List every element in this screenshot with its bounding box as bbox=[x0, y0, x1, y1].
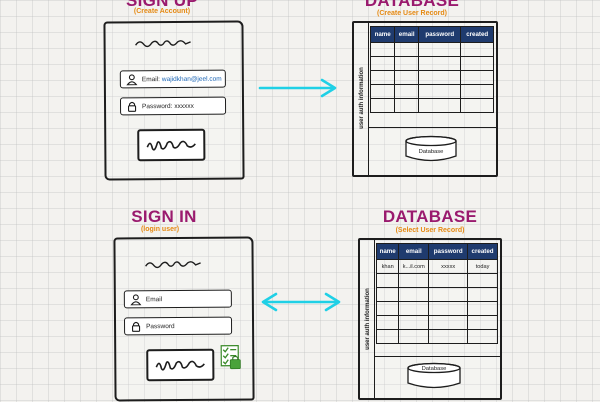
column-header-created: created bbox=[461, 27, 494, 43]
table-row bbox=[377, 316, 498, 330]
table-row bbox=[377, 288, 498, 302]
table-row bbox=[377, 274, 498, 288]
db-create-separator bbox=[368, 127, 496, 128]
db-create-side-label: user auth information bbox=[359, 58, 365, 138]
checklist-icon bbox=[220, 345, 242, 371]
column-header-password: password bbox=[429, 244, 468, 260]
user-icon bbox=[126, 73, 138, 85]
signature-scribble bbox=[148, 351, 212, 379]
signup-password-value: xxxxxx bbox=[174, 102, 194, 109]
cell-name: khan bbox=[377, 260, 399, 274]
signin-email-field[interactable]: Email bbox=[124, 290, 232, 309]
db-select-subtitle: (Select User Record) bbox=[370, 227, 490, 234]
column-header-password: password bbox=[419, 27, 461, 43]
db-select-table: name email password created khan k...il.… bbox=[376, 243, 498, 344]
column-header-email: email bbox=[399, 244, 429, 260]
table-row bbox=[377, 330, 498, 344]
cell-email: k...il.com bbox=[399, 260, 429, 274]
user-icon bbox=[130, 293, 142, 305]
signup-form: Email: wajidkhan@jeel.com Password: xxxx… bbox=[103, 21, 244, 181]
signup-subtitle: (Create Account) bbox=[112, 8, 212, 15]
db-create-panel: user auth information name email passwor… bbox=[352, 21, 498, 177]
cell-created: today bbox=[468, 260, 498, 274]
db-select-title: DATABASE bbox=[370, 207, 490, 227]
signin-password-label: Password bbox=[146, 323, 175, 330]
signin-subtitle: (login user) bbox=[110, 226, 210, 233]
table-row bbox=[371, 71, 494, 85]
db-select-side-label: user auth information bbox=[365, 279, 371, 359]
signin-title: SIGN IN bbox=[114, 207, 214, 227]
lock-icon bbox=[130, 320, 142, 332]
signup-submit-button[interactable] bbox=[137, 129, 205, 161]
scribble-heading bbox=[144, 257, 204, 271]
signin-form: Email Password bbox=[113, 237, 254, 402]
db-select-separator bbox=[374, 356, 500, 357]
signin-email-label: Email bbox=[146, 296, 162, 303]
db-create-subtitle: (Create User Record) bbox=[352, 10, 472, 17]
table-row bbox=[377, 302, 498, 316]
table-row bbox=[371, 85, 494, 99]
db-select-panel: user auth information name email passwor… bbox=[358, 238, 502, 400]
table-row bbox=[371, 99, 494, 113]
arrow-bidirectional bbox=[258, 291, 344, 313]
column-header-name: name bbox=[377, 244, 399, 260]
scribble-heading bbox=[134, 36, 194, 50]
signin-password-field[interactable]: Password bbox=[124, 317, 232, 336]
column-header-email: email bbox=[395, 27, 419, 43]
column-header-created: created bbox=[468, 244, 498, 260]
signup-email-value: wajidkhan@jeel.com bbox=[162, 75, 222, 82]
signup-password-field[interactable]: Password: xxxxxx bbox=[120, 97, 226, 116]
signature-scribble bbox=[139, 131, 203, 159]
db-select-divider bbox=[374, 240, 375, 398]
cell-password: xxxxx bbox=[429, 260, 468, 274]
db-create-table: name email password created bbox=[370, 26, 494, 113]
signin-submit-button[interactable] bbox=[146, 349, 214, 381]
db-create-divider bbox=[368, 23, 369, 175]
signup-email-label: Email: bbox=[142, 76, 160, 83]
signup-password-label: Password: bbox=[142, 103, 172, 110]
table-row[interactable]: khan k...il.com xxxxx today bbox=[377, 260, 498, 274]
table-row bbox=[371, 43, 494, 57]
lock-icon bbox=[126, 100, 138, 112]
column-header-name: name bbox=[371, 27, 395, 43]
signup-email-field[interactable]: Email: wajidkhan@jeel.com bbox=[120, 70, 226, 89]
db-select-cylinder-label: Database bbox=[406, 366, 462, 372]
arrow-right bbox=[258, 78, 340, 98]
db-create-cylinder-label: Database bbox=[404, 149, 458, 155]
table-row bbox=[371, 57, 494, 71]
